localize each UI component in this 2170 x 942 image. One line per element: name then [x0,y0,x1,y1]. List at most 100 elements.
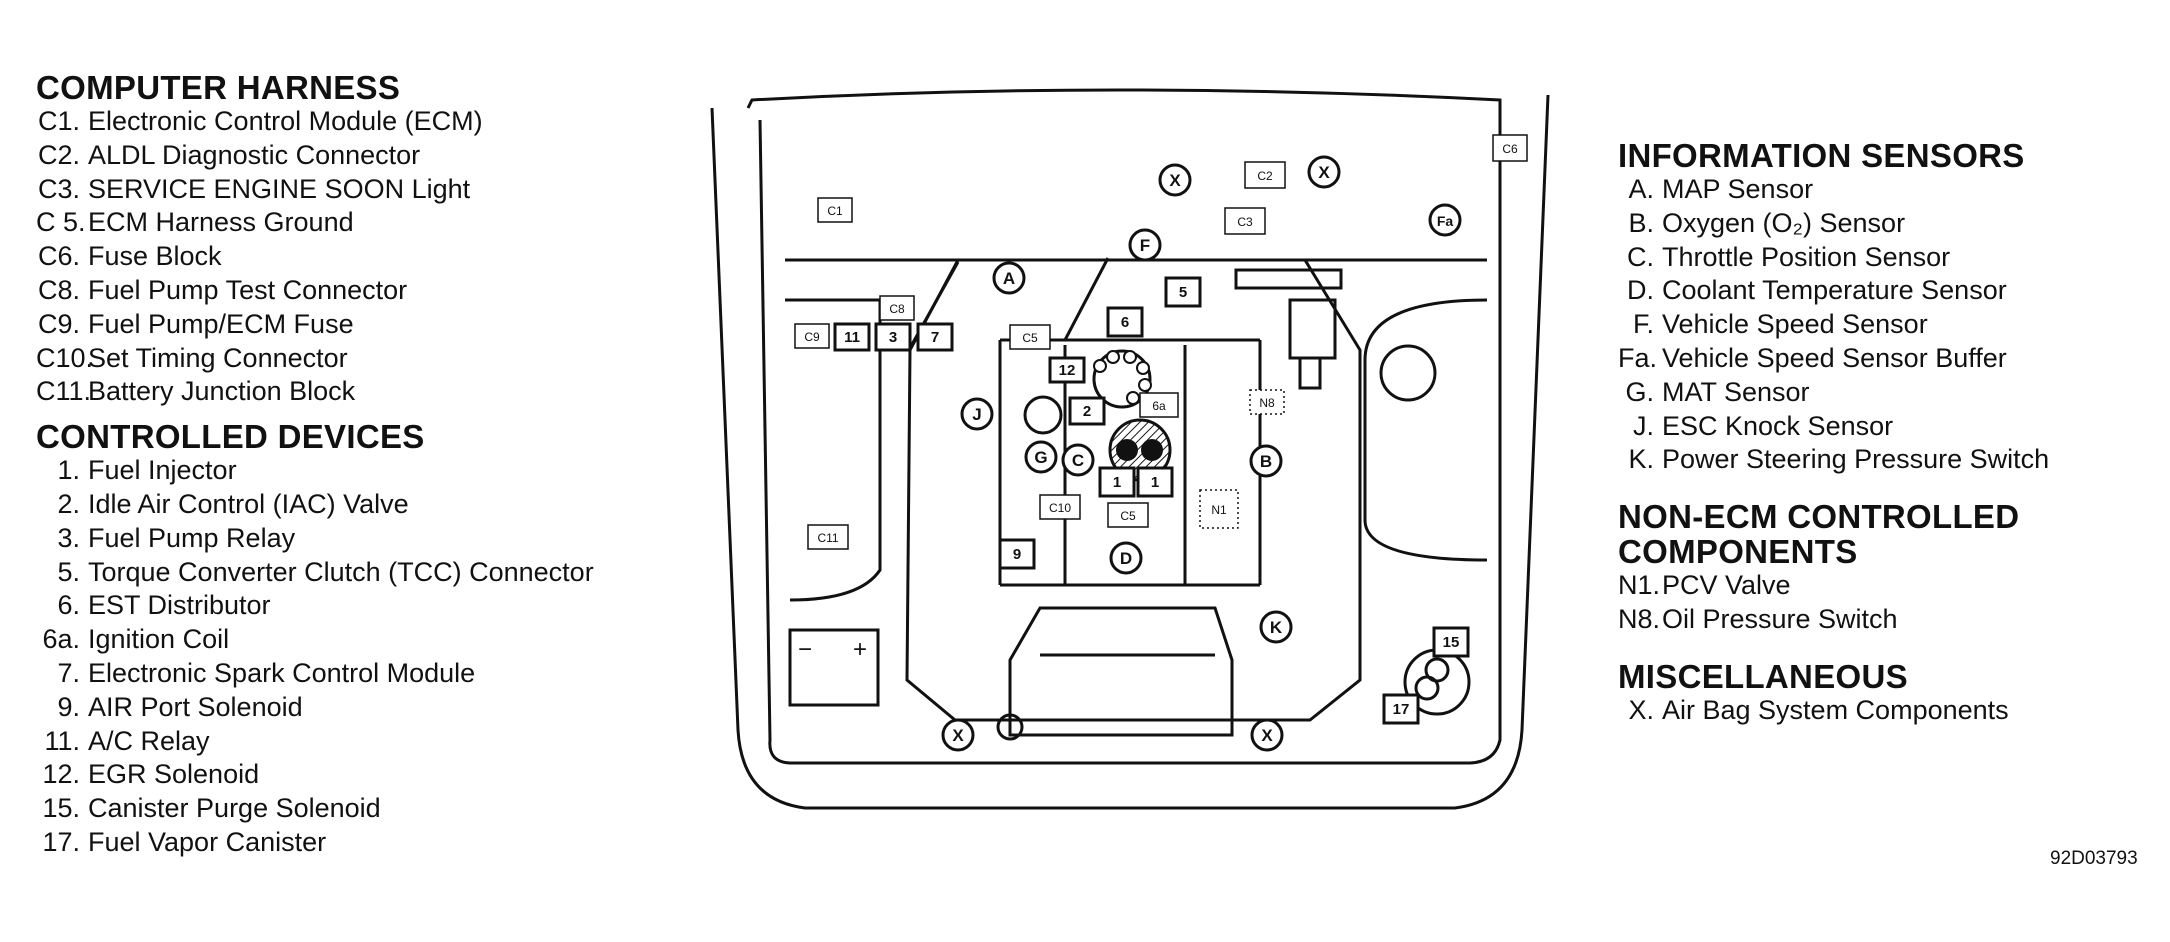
list-item: C1.Electronic Control Module (ECM) [36,105,594,139]
circle-label-x: X [1158,163,1192,197]
item-key: 1. [57,455,80,486]
computer-harness-heading: COMPUTER HARNESS [36,69,401,106]
non-ecm-heading-line1: NON-ECM CONTROLLED [1618,498,2020,536]
box-label-c5: C5 [1009,324,1051,350]
svg-text:A: A [1003,269,1015,288]
svg-text:X: X [1318,163,1330,182]
list-item: D.Coolant Temperature Sensor [1618,274,2049,308]
item-key: Fa. [1618,342,1658,373]
box-label-c3: C3 [1224,207,1266,235]
box-label-2: 2 [1068,396,1106,426]
item-key: 5. [57,556,80,587]
svg-text:X: X [1261,726,1273,745]
svg-text:X: X [1169,171,1181,190]
svg-text:11: 11 [844,329,860,346]
list-item: 3.Fuel Pump Relay [36,522,594,556]
item-key: A. [1628,174,1654,204]
circle-label-x: X [1307,155,1341,189]
box-label-1: 1 [1098,466,1136,498]
miscellaneous-list: X. Air Bag System Components [1618,694,2049,728]
list-item: C9.Fuel Pump/ECM Fuse [36,308,594,342]
list-item: N1.PCV Valve [1618,569,2049,603]
list-item: X. Air Bag System Components [1618,694,2049,728]
item-text: Idle Air Control (IAC) Valve [88,488,409,519]
svg-text:N1: N1 [1211,503,1227,517]
item-key: C9. [37,308,80,339]
svg-text:C3: C3 [1237,215,1253,229]
box-label-c2: C2 [1244,161,1286,189]
svg-text:C5: C5 [1120,509,1136,523]
item-key: X. [1628,694,1654,725]
list-item: 7. Electronic Spark Control Module [36,657,594,691]
svg-text:1: 1 [1113,474,1121,491]
svg-text:C8: C8 [889,302,905,316]
box-label-5: 5 [1164,276,1202,308]
item-key: C2. [37,139,80,170]
right-legend: INFORMATION SENSORS A.MAP Sensor B.Oxyge… [1618,138,2049,728]
item-text: Torque Converter Clutch (TCC) Connector [88,556,594,587]
svg-text:X: X [952,726,964,745]
box-label-6a: 6a [1139,392,1179,418]
svg-text:D: D [1120,549,1132,568]
item-text: Throttle Position Sensor [1662,241,1951,272]
svg-text:1: 1 [1151,474,1159,491]
item-text: Oil Pressure Switch [1662,603,1898,634]
box-label-9: 9 [998,538,1036,570]
list-item: 6a.Ignition Coil [36,623,594,657]
svg-text:C6: C6 [1502,142,1518,156]
svg-text:C1: C1 [827,204,843,218]
left-legend: COMPUTER HARNESS C1.Electronic Control M… [36,70,594,860]
svg-text:17: 17 [1393,701,1410,718]
svg-text:J: J [972,405,981,424]
circle-label-j: J [960,397,994,431]
item-key: 2. [57,488,80,519]
list-item: B.Oxygen (O₂) Sensor [1618,207,2049,241]
svg-text:5: 5 [1179,284,1187,301]
svg-text:3: 3 [889,329,897,346]
list-item: 12.EGR Solenoid [36,758,594,792]
item-key: 7. [57,657,80,688]
svg-text:C: C [1072,451,1084,470]
item-text: Electronic Spark Control Module [88,657,476,688]
list-item: Fa.Vehicle Speed Sensor Buffer [1618,342,2049,376]
item-key: C. [1627,241,1654,272]
item-text: PCV Valve [1662,570,1791,601]
item-key: G. [1625,376,1654,407]
controlled-devices-heading: CONTROLLED DEVICES [36,418,425,456]
svg-text:C2: C2 [1257,169,1273,183]
item-text: Battery Junction Block [88,376,356,407]
item-key: 17. [42,826,80,857]
svg-text:9: 9 [1013,546,1021,563]
controlled-devices-list: 1.Fuel Injector 2.Idle Air Control (IAC)… [36,454,594,860]
item-text: Oxygen (O₂) Sensor [1662,207,1906,238]
svg-text:Fa: Fa [1437,213,1454,229]
item-text: Ignition Coil [88,624,230,655]
item-text: Coolant Temperature Sensor [1662,275,2007,306]
non-ecm-list: N1.PCV Valve N8.Oil Pressure Switch [1618,569,2049,637]
item-text: EST Distributor [88,590,271,621]
svg-text:B: B [1260,452,1272,471]
figure-id: 92D03793 [2050,848,2138,869]
box-label-15: 15 [1432,626,1470,658]
box-label-c10: C10 [1039,494,1081,520]
box-label-11: 11 [833,322,871,352]
circle-label-x: X [1250,718,1284,752]
svg-text:12: 12 [1059,362,1076,379]
item-key: C1. [37,106,80,136]
information-sensors-list: A.MAP Sensor B.Oxygen (O₂) Sensor C.Thro… [1618,173,2049,477]
box-label-n1: N1 [1199,489,1239,529]
svg-text:K: K [1270,618,1283,637]
item-text: Air Bag System Components [1662,694,2009,725]
distributor-caps [1093,350,1152,405]
svg-text:F: F [1140,236,1150,255]
item-text: Canister Purge Solenoid [88,793,381,824]
item-key: 11. [44,725,80,756]
item-text: ESC Knock Sensor [1662,410,1894,441]
miscellaneous-heading: MISCELLANEOUS [1618,657,1908,695]
svg-text:7: 7 [931,329,939,346]
list-item: J.ESC Knock Sensor [1618,410,2049,444]
item-text: Vehicle Speed Sensor [1662,309,1928,340]
item-key: C6. [37,241,80,272]
